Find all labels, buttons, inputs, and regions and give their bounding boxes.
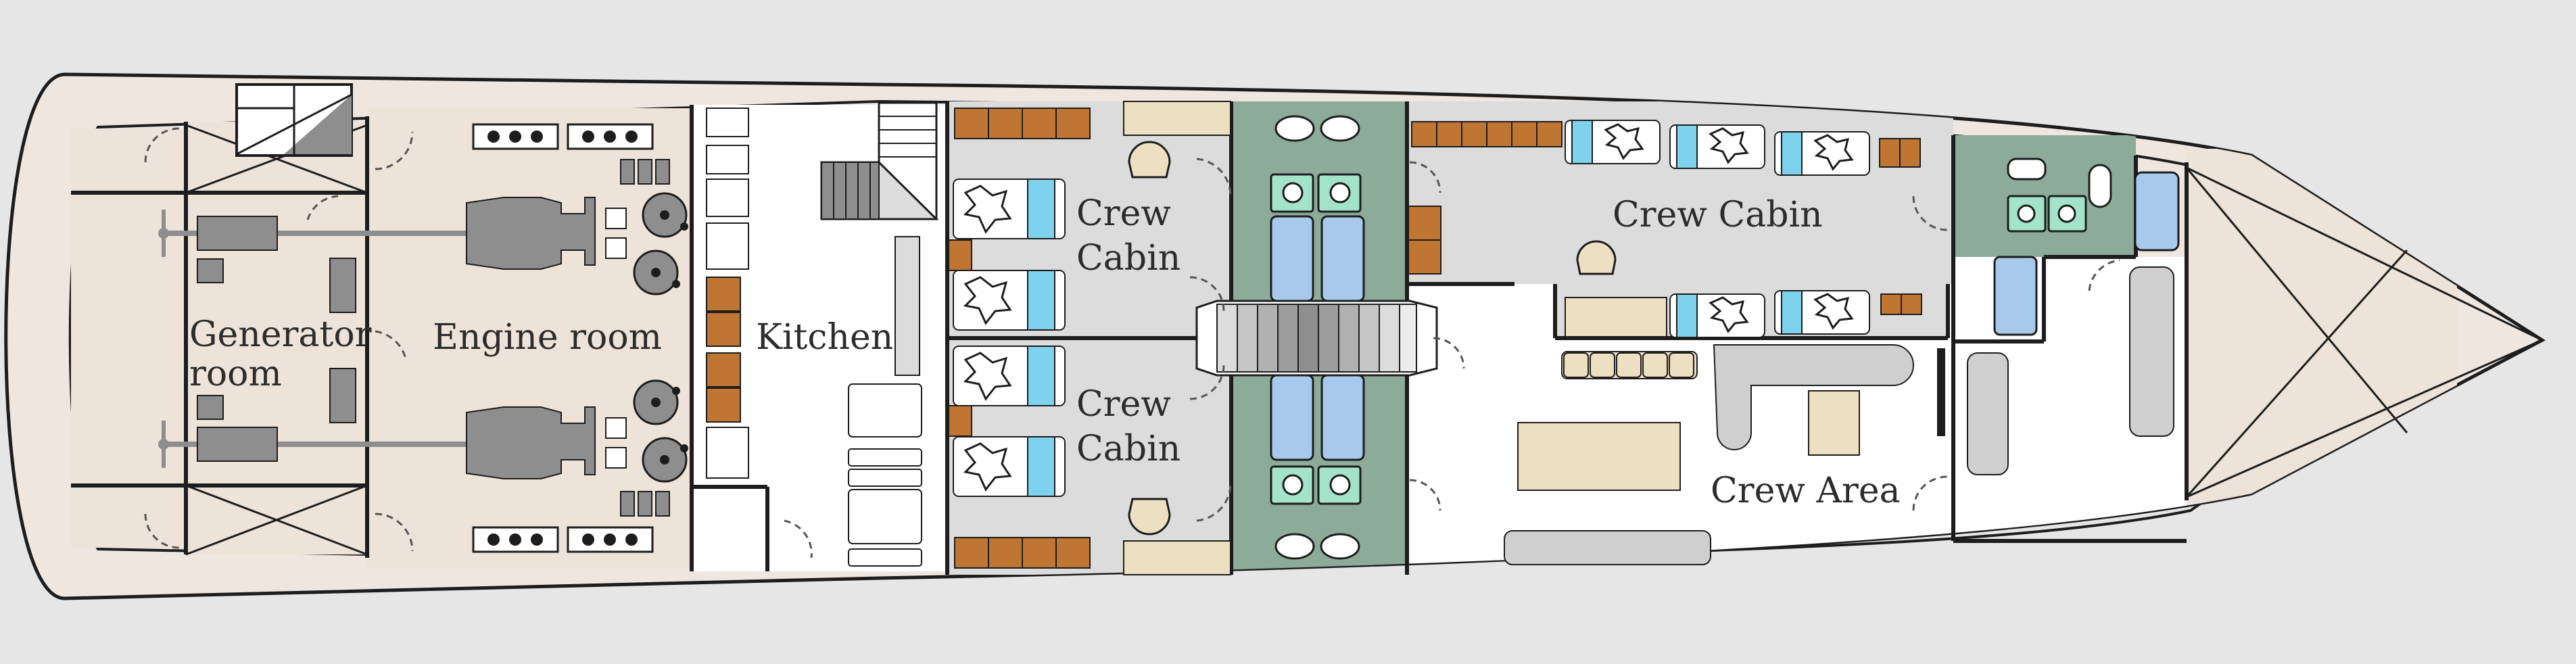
door-swings <box>144 127 2120 559</box>
crew-area-seats <box>1563 352 1694 378</box>
bunks <box>953 120 1870 497</box>
crew-area-post <box>1937 348 1945 436</box>
kitchen-stairs <box>820 101 939 220</box>
forward-storage <box>1408 121 1922 315</box>
crew-cabin-lower-label: Crew Cabin <box>1076 384 1182 469</box>
stair-hatch <box>235 83 353 157</box>
bow-compartment <box>2187 149 2457 527</box>
engine-fixtures <box>472 123 688 553</box>
cabin-storage <box>948 108 1091 569</box>
crew-cabin-upper-label: Crew Cabin <box>1076 193 1182 279</box>
walls <box>71 101 2189 575</box>
generator-room-label: Generator room <box>189 314 383 394</box>
crew-area-notch <box>1487 284 1555 338</box>
engines <box>466 197 596 479</box>
engine-room-label: Engine room <box>433 317 662 358</box>
kitchen-label: Kitchen <box>756 317 893 358</box>
cabin-desks <box>1123 101 1231 575</box>
crew-cabin-fwd-label: Crew Cabin <box>1613 195 1823 235</box>
kitchen-fixtures <box>706 108 922 567</box>
bow-hatch <box>2185 166 2543 498</box>
forward-chair <box>1576 240 1617 275</box>
bath-fixtures <box>1270 115 2180 560</box>
stern-compartment <box>71 128 186 548</box>
cabin-chairs <box>1128 141 1171 536</box>
generators <box>197 216 356 462</box>
forward-desk <box>1565 297 1667 337</box>
crew-area-label: Crew Area <box>1711 471 1901 511</box>
central-stairs <box>1195 300 1438 377</box>
